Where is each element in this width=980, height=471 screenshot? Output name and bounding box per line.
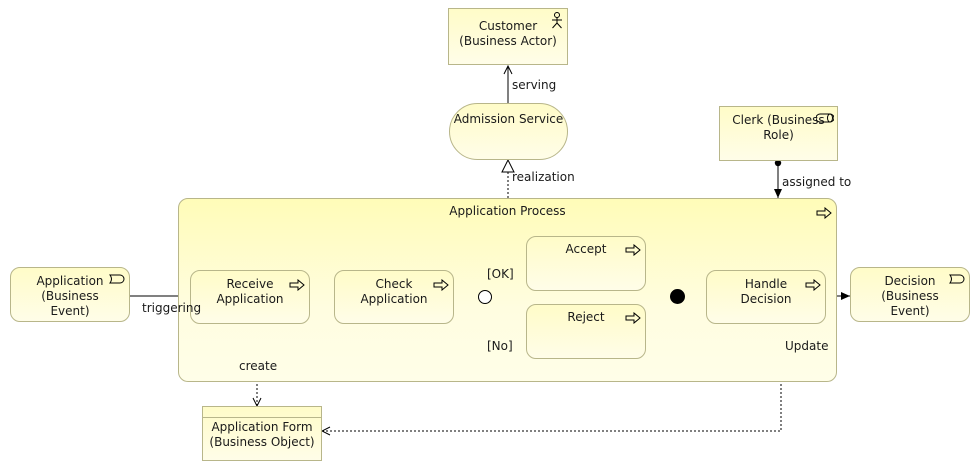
application-form-label: Application Form (Business Object) [209,420,315,449]
event-icon [109,274,125,284]
update-edge[interactable] [322,324,782,431]
admission-service[interactable]: Admission Service [449,103,568,160]
process-arrow-icon [805,279,821,291]
process-arrow-icon [289,279,305,291]
decision-business-event[interactable]: Decision (Business Event) [850,267,970,322]
serving-label: serving [512,78,557,92]
process-arrow-icon [433,279,449,291]
customer-label: Customer (Business Actor) [459,19,557,48]
application-process-title: Application Process [449,204,566,218]
decision-event-label: Decision (Business Event) [881,274,939,318]
reject-process[interactable]: Reject [526,304,646,359]
receive-application-process[interactable]: Receive Application [190,270,310,324]
clerk-label: Clerk (Business Role) [732,113,825,142]
ok-label: [OK] [487,267,514,281]
reject-label: Reject [567,310,605,324]
or-junction[interactable] [478,290,492,304]
check-application-process[interactable]: Check Application [334,270,454,324]
accept-process[interactable]: Accept [526,236,646,291]
application-business-event[interactable]: Application (Business Event) [10,267,130,322]
admission-service-label: Admission Service [453,112,564,126]
realization-label: realization [512,170,575,184]
handle-decision-label: Handle Decision [740,277,792,306]
update-label: Update [785,339,829,353]
actor-icon [552,12,562,29]
application-event-label: Application (Business Event) [36,274,104,318]
application-form-business-object[interactable]: Application Form (Business Object) [202,406,322,461]
and-junction[interactable] [670,289,685,304]
process-arrow-icon [816,207,832,219]
triggering-label: triggering [142,301,202,315]
no-label: [No] [487,339,513,353]
process-arrow-icon [625,312,641,324]
clerk-business-role[interactable]: Clerk (Business Role) [719,106,838,161]
object-header-band [203,407,321,418]
create-label: create [239,359,278,373]
role-icon [816,113,834,123]
assigned-to-label: assigned to [782,175,852,189]
handle-decision-process[interactable]: Handle Decision [706,270,826,324]
process-arrow-icon [625,244,641,256]
accept-label: Accept [565,242,607,256]
receive-application-label: Receive Application [216,277,284,306]
event-icon [949,274,965,284]
customer-business-actor[interactable]: Customer (Business Actor) [448,8,568,65]
check-application-label: Check Application [360,277,428,306]
